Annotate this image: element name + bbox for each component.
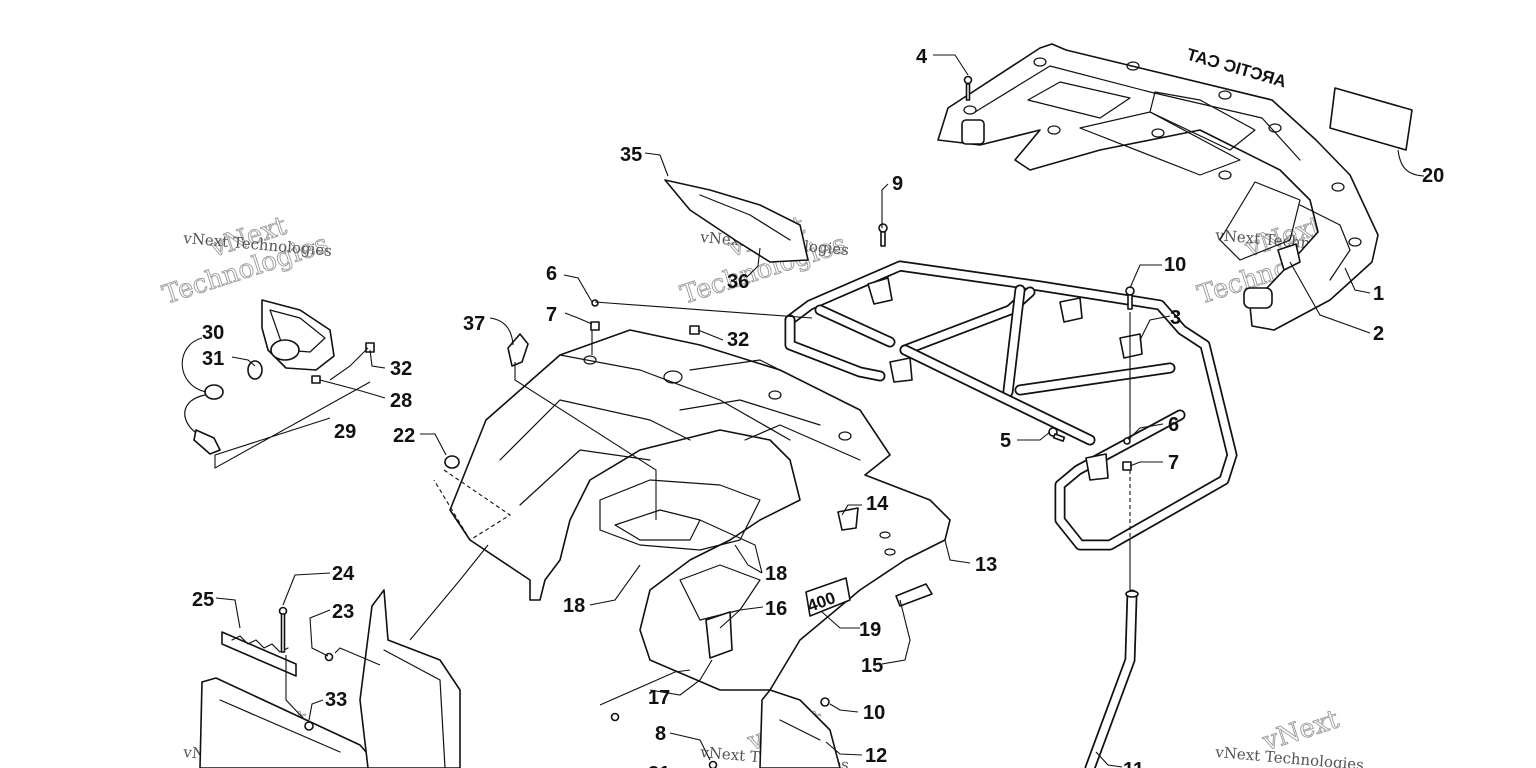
callout-9: 9 bbox=[892, 173, 903, 195]
bumper-pipe bbox=[1084, 589, 1139, 768]
fender-clip bbox=[837, 507, 859, 531]
callout-12: 12 bbox=[865, 745, 887, 767]
callout-14: 14 bbox=[866, 493, 889, 515]
callout-10-bottom: 10 bbox=[863, 702, 885, 724]
callout-25: 25 bbox=[192, 589, 214, 611]
callout-18-right: 18 bbox=[765, 563, 787, 585]
callout-37: 37 bbox=[463, 313, 485, 335]
callout-16: 16 bbox=[765, 598, 787, 620]
taillight-assembly bbox=[184, 299, 375, 455]
rear-rack-tube bbox=[784, 260, 1238, 551]
callout-8: 8 bbox=[655, 723, 666, 745]
callout-28: 28 bbox=[390, 390, 412, 412]
callout-31-bottom: 31 bbox=[648, 763, 670, 768]
left-footwell bbox=[199, 589, 461, 768]
callout-36: 36 bbox=[727, 271, 749, 293]
callout-18-left: 18 bbox=[563, 595, 585, 617]
callout-29: 29 bbox=[334, 421, 356, 443]
grommet bbox=[444, 455, 460, 469]
callout-7-left: 7 bbox=[546, 304, 557, 326]
callout-2: 2 bbox=[1373, 323, 1384, 345]
rack-bracket bbox=[1277, 243, 1301, 271]
wire-clip bbox=[507, 333, 529, 367]
fasteners bbox=[278, 75, 1135, 768]
leader-lines bbox=[181, 54, 1425, 768]
reflector bbox=[895, 583, 933, 607]
callout-4: 4 bbox=[916, 46, 928, 68]
callout-32-center: 32 bbox=[727, 329, 749, 351]
fender-clip-small bbox=[689, 325, 700, 335]
lower-bracket bbox=[759, 689, 841, 768]
callout-33: 33 bbox=[325, 689, 347, 711]
mud-flap bbox=[664, 179, 809, 263]
callout-7-right: 7 bbox=[1168, 452, 1179, 474]
callout-19: 19 bbox=[859, 619, 881, 641]
callout-35: 35 bbox=[620, 144, 642, 166]
callout-1: 1 bbox=[1373, 283, 1384, 305]
callout-6-left: 6 bbox=[546, 263, 557, 285]
callout-22: 22 bbox=[393, 425, 415, 447]
callout-6-right: 6 bbox=[1168, 414, 1179, 436]
rear-fender: 400 bbox=[449, 329, 951, 691]
callouts: 4 20 1 2 35 36 9 10 3 6 7 5 6 7 30 31 32… bbox=[192, 46, 1444, 768]
callout-23: 23 bbox=[332, 601, 354, 623]
callout-13: 13 bbox=[975, 554, 997, 576]
callout-10-top: 10 bbox=[1164, 254, 1186, 276]
callout-15: 15 bbox=[861, 655, 883, 677]
rear-cargo-rack bbox=[937, 43, 1379, 331]
callout-32-left: 32 bbox=[390, 358, 412, 380]
callout-3: 3 bbox=[1170, 307, 1181, 329]
warning-decal bbox=[705, 611, 733, 659]
callout-31: 31 bbox=[202, 348, 224, 370]
callout-24: 24 bbox=[332, 563, 355, 585]
callout-30: 30 bbox=[202, 322, 224, 344]
callout-5: 5 bbox=[1000, 430, 1011, 452]
callout-17: 17 bbox=[648, 687, 670, 709]
callout-20: 20 bbox=[1422, 165, 1444, 187]
callout-11: 11 bbox=[1123, 759, 1144, 768]
